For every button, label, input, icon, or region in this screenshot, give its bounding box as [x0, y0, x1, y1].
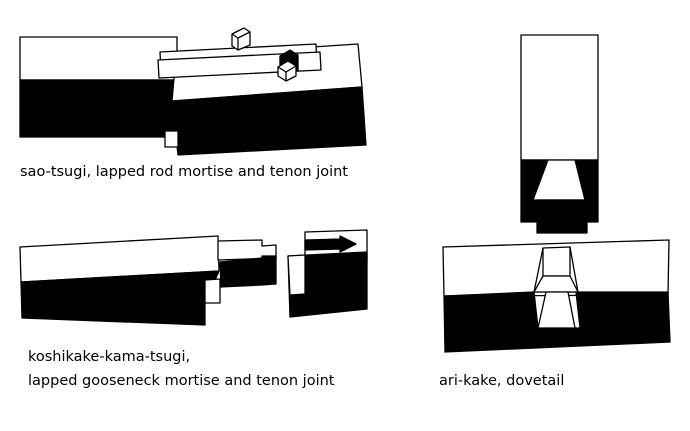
caption-koshikake-line2: lapped gooseneck mortise and tenon joint — [28, 373, 335, 389]
sao-tsugi-peg-upper — [231, 27, 251, 51]
ari-kake-beam — [442, 239, 671, 353]
koshikake-right-timber — [287, 229, 368, 318]
sao-tsugi-peg-lower — [277, 49, 299, 82]
caption-ari-kake: ari-kake, dovetail — [439, 373, 565, 389]
koshikake-illustration — [19, 229, 368, 326]
sao-tsugi-left-timber — [19, 36, 178, 138]
caption-koshikake-line1: koshikake-kama-tsugi, — [28, 349, 191, 365]
koshikake-left-timber — [19, 235, 221, 326]
ari-kake-illustration — [442, 34, 671, 353]
sao-tsugi-illustration — [19, 27, 367, 156]
koshikake-gooseneck-tenon — [217, 239, 277, 288]
ari-kake-vertical-timber — [520, 34, 599, 234]
caption-sao-tsugi: sao-tsugi, lapped rod mortise and tenon … — [20, 164, 348, 180]
